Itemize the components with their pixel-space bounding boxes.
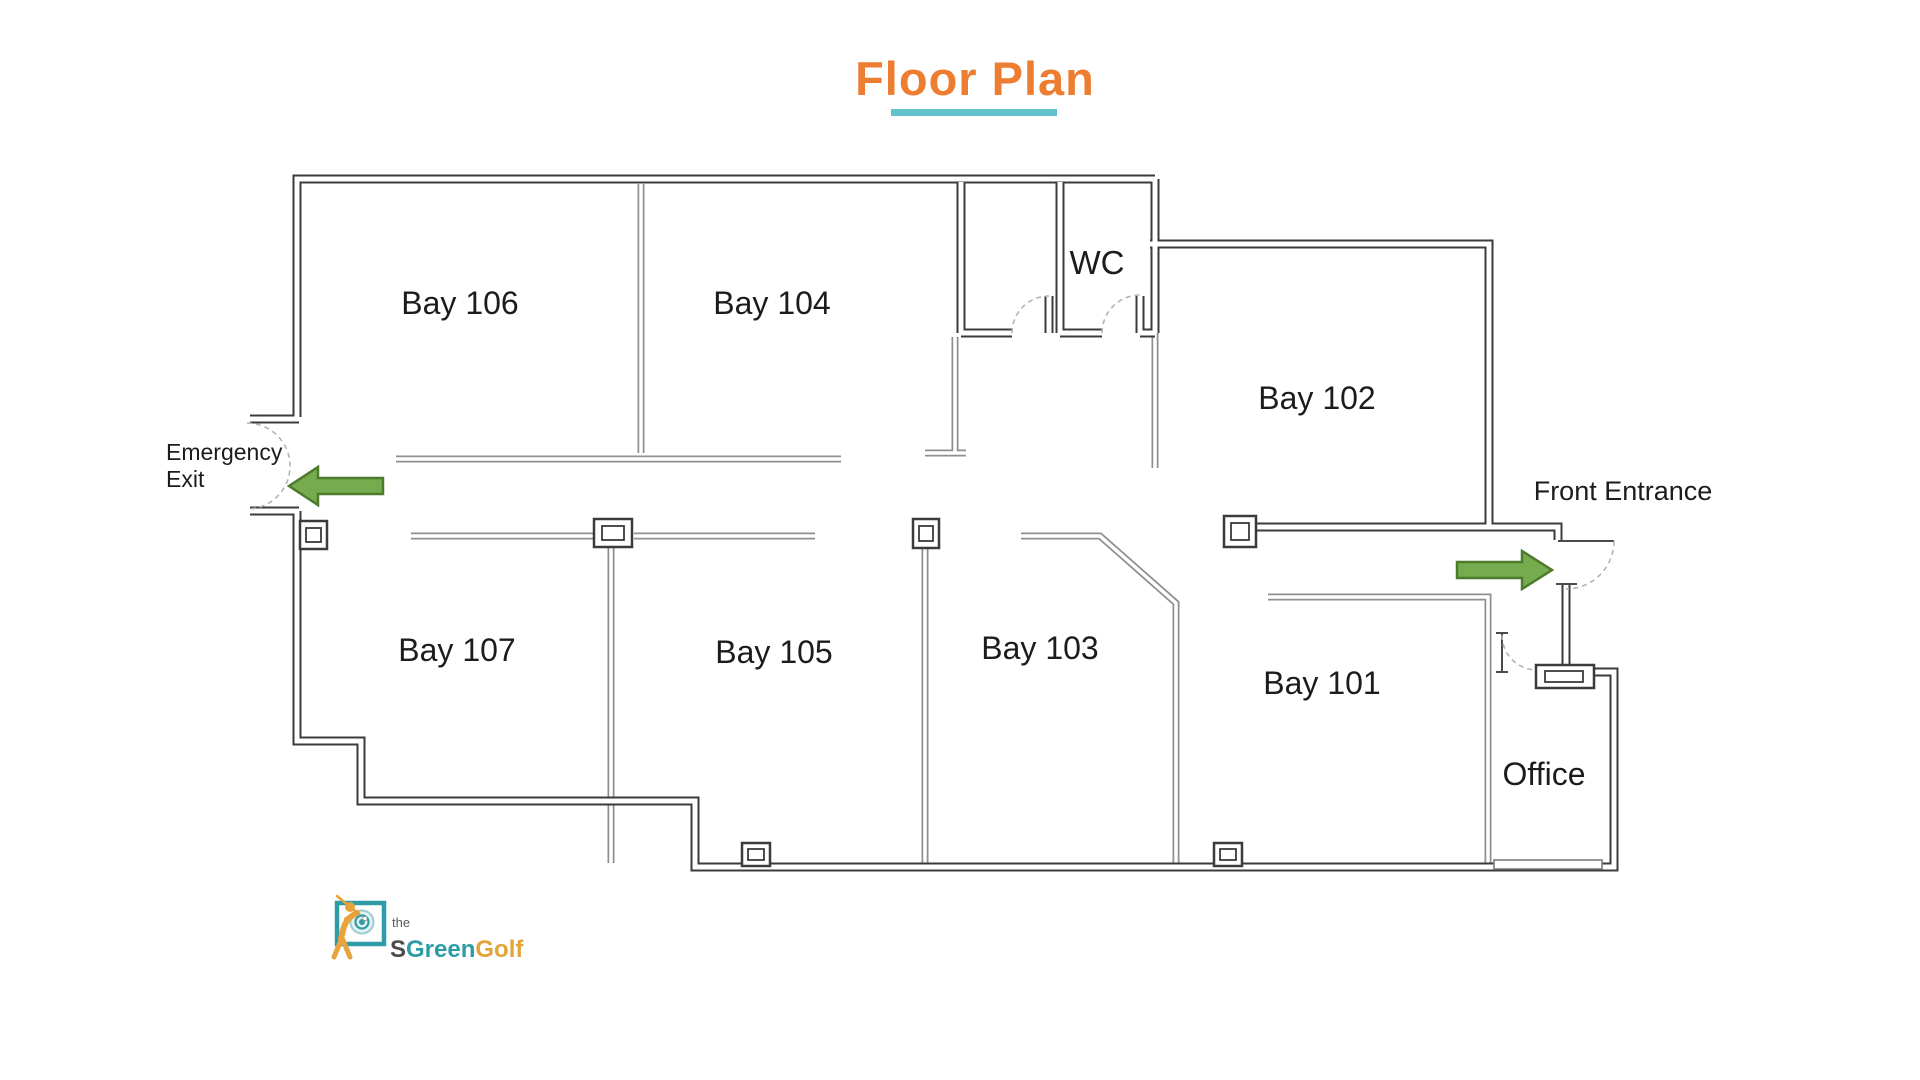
column-block xyxy=(592,517,634,549)
annotations: Emergency Exit Front Entrance xyxy=(166,439,1712,506)
logo-word-golf: Golf xyxy=(475,936,524,963)
emergency-exit-label-line2: Exit xyxy=(166,466,205,492)
logo-wordmark: SGreenGolf xyxy=(390,936,524,963)
vestibule-door-arc xyxy=(1011,295,1050,334)
column-block xyxy=(740,841,772,868)
golfer-icon xyxy=(331,894,361,960)
page-title: Floor Plan xyxy=(855,52,1095,105)
wall-columns xyxy=(298,514,1603,870)
column-block xyxy=(298,519,329,551)
column-block xyxy=(911,517,941,550)
emergency-exit-label-line1: Emergency xyxy=(166,439,283,465)
room-labels: Bay 106 Bay 104 WC Bay 102 Bay 107 Bay 1… xyxy=(398,244,1585,792)
front-entrance-door-arc xyxy=(1565,540,1615,590)
emergency-exit-door-arc xyxy=(246,422,291,510)
wc-door-arc xyxy=(1101,294,1141,334)
logo-word-green: Green xyxy=(406,936,475,963)
exterior-walls xyxy=(250,174,1619,872)
room-label-wc: WC xyxy=(1070,244,1125,281)
emergency-exit-arrow xyxy=(286,464,385,508)
room-label-bay107: Bay 107 xyxy=(398,632,515,668)
front-entrance-label: Front Entrance xyxy=(1534,476,1713,506)
office-window xyxy=(1493,859,1603,870)
room-label-office: Office xyxy=(1503,756,1586,792)
logo-word-the: the xyxy=(392,915,410,930)
room-label-bay101: Bay 101 xyxy=(1263,665,1380,701)
logo: the SGreenGolf xyxy=(331,894,524,963)
column-block xyxy=(1212,841,1244,868)
title-underline xyxy=(891,109,1057,116)
interior-walls xyxy=(396,184,1492,863)
room-label-bay102: Bay 102 xyxy=(1258,380,1375,416)
column-block xyxy=(1222,514,1258,549)
room-label-bay104: Bay 104 xyxy=(713,285,830,321)
office-door-arc xyxy=(1501,634,1538,671)
logo-word-s: S xyxy=(390,936,406,963)
door-arcs xyxy=(246,294,1615,671)
room-label-bay103: Bay 103 xyxy=(981,630,1098,666)
logo-golf-ball xyxy=(362,915,368,922)
room-label-bay105: Bay 105 xyxy=(715,634,832,670)
front-entrance-arrow xyxy=(1455,548,1555,592)
room-label-bay106: Bay 106 xyxy=(401,285,518,321)
logo-target-ring xyxy=(354,914,370,930)
office-door-post xyxy=(1534,663,1596,690)
door-frames xyxy=(1496,540,1614,673)
